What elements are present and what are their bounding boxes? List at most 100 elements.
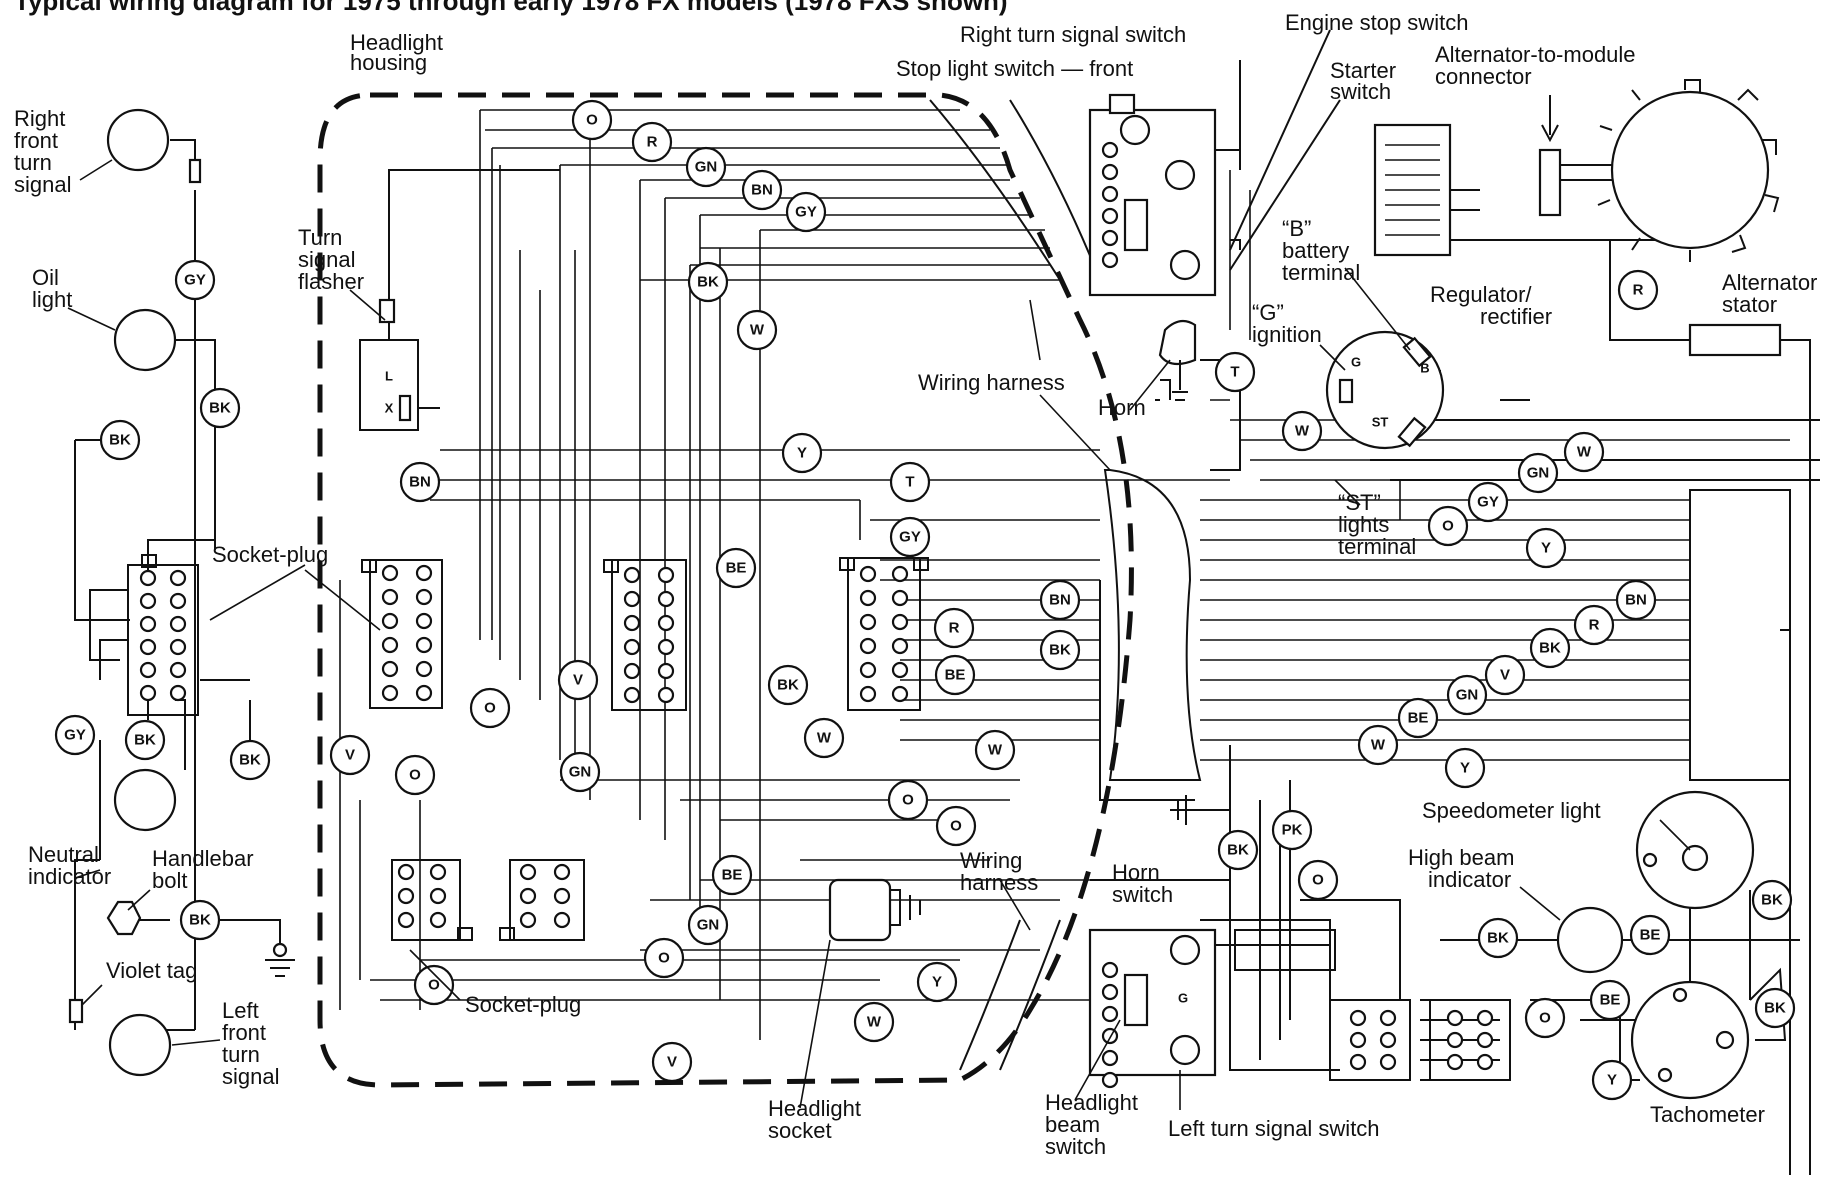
- wire-color-tag-label: BE: [722, 867, 743, 884]
- connector-pin: [623, 566, 641, 584]
- wire-color-tag: BN: [1615, 579, 1657, 621]
- connector-pin: [381, 588, 399, 606]
- wire-color-tag-label: BK: [189, 912, 211, 929]
- wire-color-tag-label: GY: [184, 272, 206, 289]
- connector-pin: [429, 863, 447, 881]
- wire-color-tag: BK: [199, 387, 241, 429]
- wire-color-tag: BE: [1397, 697, 1439, 739]
- wire-color-tag-label: BK: [109, 432, 131, 449]
- wire-color-tag: BE: [1589, 979, 1631, 1021]
- wire-color-tag-label: BK: [134, 732, 156, 749]
- connector-pin: [381, 636, 399, 654]
- wire-color-tag: W: [736, 309, 778, 351]
- connector-pin: [859, 613, 877, 631]
- flasher-pin-l: L: [385, 369, 393, 384]
- wire-color-tag: W: [803, 717, 845, 759]
- wire-color-tag: Y: [781, 432, 823, 474]
- wire-color-tag-label: BK: [1049, 642, 1071, 659]
- wire-color-tag: W: [1281, 410, 1323, 452]
- wire-color-tag-label: V: [573, 672, 583, 689]
- wire-color-tag-label: Y: [797, 445, 807, 462]
- connector-pin: [397, 887, 415, 905]
- wire-color-tag: V: [1484, 654, 1526, 696]
- wire-color-tag-label: O: [1312, 872, 1324, 889]
- wire-color-tag-label: GY: [899, 529, 921, 546]
- connector-pin: [657, 566, 675, 584]
- wire-color-tag-label: W: [817, 730, 832, 747]
- wire-color-tag-label: O: [658, 950, 670, 967]
- connector-pin: [657, 638, 675, 656]
- label-violet-tag: Violet tag: [106, 958, 197, 983]
- wire-color-tag-label: GN: [695, 159, 718, 176]
- wire-color-tag: BK: [1529, 627, 1571, 669]
- connector-pin: [1476, 1053, 1494, 1071]
- connector-pin: [623, 662, 641, 680]
- connector-pin: [891, 589, 909, 607]
- right-front-turn-signal-lamp: [106, 108, 170, 172]
- wire-color-tag-label: BK: [1487, 930, 1509, 947]
- wire-color-tag: Y: [1444, 747, 1486, 789]
- connector-pin: [1101, 961, 1119, 979]
- wire-color-tag-label: R: [647, 134, 658, 151]
- wire-color-tag: BE: [715, 547, 757, 589]
- wire-color-tag-label: BK: [1227, 842, 1249, 859]
- connector-pin: [859, 685, 877, 703]
- headlight-socket: [828, 878, 892, 942]
- connector-pin: [1349, 1053, 1367, 1071]
- connector-pin: [139, 684, 157, 702]
- connector-pin: [415, 684, 433, 702]
- wire-color-tag-label: R: [949, 620, 960, 637]
- connector-pin: [891, 565, 909, 583]
- connector-pin: [1476, 1031, 1494, 1049]
- connector-pin: [1476, 1009, 1494, 1027]
- wire-color-tag: V: [651, 1041, 693, 1083]
- alternator-stator: [1610, 90, 1770, 250]
- connector-pin: [519, 863, 537, 881]
- label-g-ignition: “G”ignition: [1252, 300, 1322, 347]
- connector-pin: [139, 569, 157, 587]
- violet-tag: [68, 998, 84, 1024]
- connector-pin: [859, 589, 877, 607]
- flasher-pin-x: X: [385, 401, 394, 416]
- wire-color-tag: O: [413, 964, 455, 1006]
- wire-color-tag-label: BK: [209, 400, 231, 417]
- wire-color-tag-label: BN: [751, 182, 773, 199]
- connector-pin: [1446, 1009, 1464, 1027]
- connector-pin: [1101, 1071, 1119, 1089]
- wire-color-tag: GN: [1517, 452, 1559, 494]
- connector-pin: [891, 637, 909, 655]
- label-socket-plug: Socket-plug: [212, 542, 328, 567]
- wire-color-tag: V: [329, 734, 371, 776]
- wire-color-tag-label: GN: [569, 764, 592, 781]
- wire-color-tag-label: W: [1295, 423, 1310, 440]
- wire-color-tag-label: BN: [409, 474, 431, 491]
- high-beam-indicator-lamp: [1556, 906, 1624, 974]
- wire-color-tag-label: BK: [1539, 640, 1561, 657]
- wire-color-tag-label: Y: [932, 974, 942, 991]
- wire-color-tag-label: W: [1371, 737, 1386, 754]
- connector-pin: [623, 638, 641, 656]
- headlight-housing-outline: [317, 92, 1134, 1088]
- neutral-indicator-lamp: [113, 768, 177, 832]
- diagram-title: Typical wiring diagram for 1975 through …: [14, 0, 1008, 16]
- wire-color-tag-label: GN: [697, 917, 720, 934]
- wire-color-tag: GY: [889, 516, 931, 558]
- connector-pin: [397, 911, 415, 929]
- wire-color-tag: BE: [711, 854, 753, 896]
- connector-pin: [381, 564, 399, 582]
- wire-color-tag: BE: [1629, 914, 1671, 956]
- connector-pin: [657, 662, 675, 680]
- wire-color-tag: GY: [54, 714, 96, 756]
- connector-pin: [1349, 1031, 1367, 1049]
- connector-pin: [657, 686, 675, 704]
- connector-pin: [1101, 185, 1119, 203]
